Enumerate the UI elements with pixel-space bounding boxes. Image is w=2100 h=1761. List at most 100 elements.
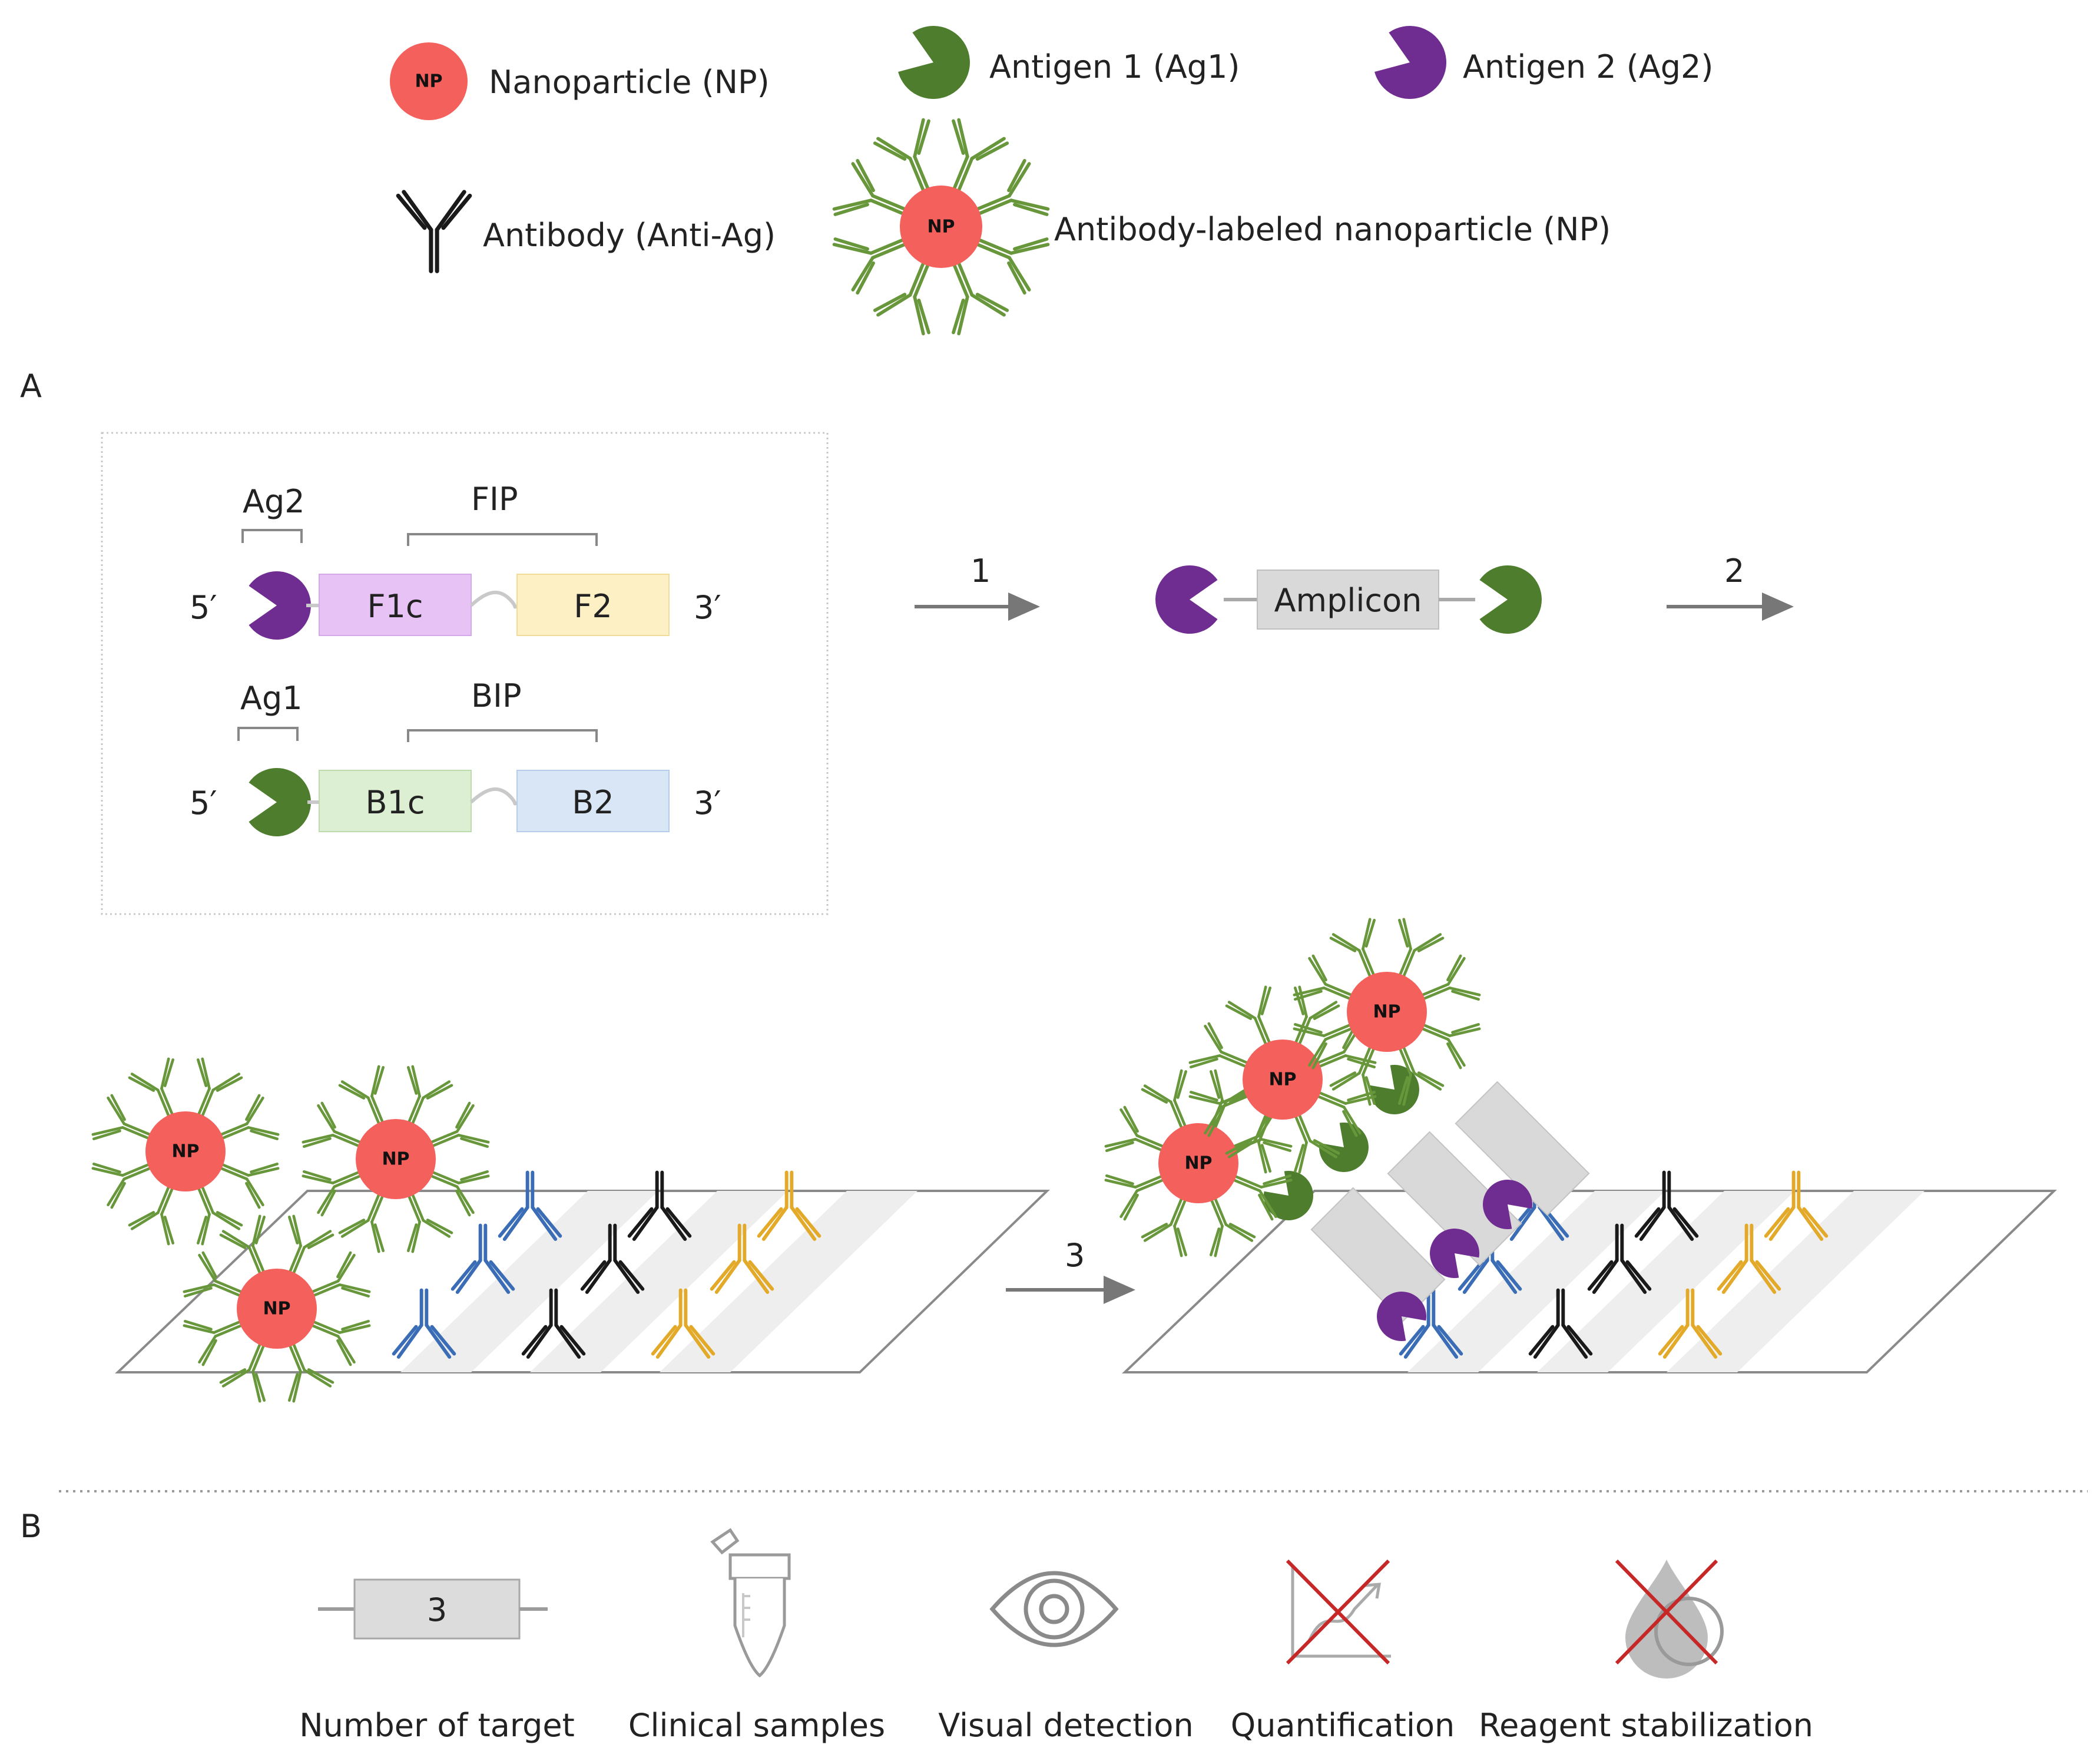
ab-np-6: NP bbox=[1293, 918, 1481, 1106]
fip-linker bbox=[469, 591, 518, 609]
np-antibody-icon bbox=[1104, 1174, 1164, 1221]
bound-amplicon bbox=[1387, 1131, 1522, 1266]
f2-segment bbox=[516, 574, 670, 636]
nanoparticle-icon bbox=[356, 1119, 436, 1199]
fip-label: FIP bbox=[471, 481, 518, 518]
f2-label: F2 bbox=[574, 588, 612, 625]
np-antibody-icon bbox=[976, 158, 1050, 216]
bound-amplicon bbox=[1455, 1081, 1590, 1216]
fip-three-prime: 3′ bbox=[694, 589, 721, 626]
fip-bracket bbox=[407, 533, 598, 546]
fip-primer: Ag2 FIP 5′ F1c F2 3′ bbox=[190, 481, 721, 640]
np-antibody-icon bbox=[406, 1065, 453, 1124]
np-label: NP bbox=[1268, 1070, 1296, 1090]
caption-number-of-target: Number of target bbox=[299, 1707, 575, 1744]
capture-antibody-icon bbox=[392, 1288, 456, 1359]
b1c-label: B1c bbox=[365, 784, 425, 821]
b1c-segment bbox=[319, 770, 472, 832]
np-antibody-icon bbox=[196, 1057, 243, 1117]
caption-clinical-samples: Clinical samples bbox=[628, 1707, 885, 1744]
capture-antibody-icon bbox=[498, 1170, 562, 1241]
np-antibody-icon bbox=[1141, 1069, 1188, 1128]
antibody-icon bbox=[396, 190, 472, 273]
np-antibody-icon bbox=[976, 237, 1050, 295]
np-antibody-icon bbox=[1422, 1022, 1481, 1070]
legend-ab-np: NP bbox=[832, 118, 1050, 336]
test-tube-icon bbox=[710, 1528, 791, 1678]
np-antibody-icon bbox=[1209, 1198, 1256, 1257]
strip-after-antibodies bbox=[1399, 1170, 1829, 1359]
np-antibody-icon bbox=[1188, 1022, 1248, 1069]
bound-antigen2-icon bbox=[1483, 1180, 1533, 1230]
bound-antigen1-icon bbox=[1263, 1170, 1313, 1220]
ab-np-1: NP bbox=[91, 1057, 280, 1246]
legend-antigen2-icon bbox=[1374, 25, 1446, 99]
np-antibody-icon bbox=[1329, 918, 1376, 977]
bip-ag1-bracket bbox=[237, 727, 299, 741]
capture-antibody-icon bbox=[1399, 1288, 1463, 1359]
np-label: NP bbox=[171, 1141, 199, 1162]
np-antibody-icon bbox=[1104, 1105, 1164, 1153]
np-label: NP bbox=[927, 217, 955, 237]
capture-antibody-icon bbox=[580, 1223, 645, 1294]
amplicon-label: Amplicon bbox=[1274, 582, 1422, 619]
np-antibody-icon bbox=[1225, 985, 1272, 1045]
np-antibody-icon bbox=[338, 1065, 385, 1124]
strip-before-band-2 bbox=[530, 1191, 788, 1372]
ab-np-3: NP bbox=[183, 1214, 371, 1403]
strip-before-nanoparticles: NP NP NP bbox=[91, 1057, 490, 1403]
capture-antibody-icon bbox=[1528, 1288, 1593, 1359]
capture-antibody-icon bbox=[521, 1288, 586, 1359]
caption-visual-detection: Visual detection bbox=[938, 1707, 1193, 1744]
step3-label: 3 bbox=[1065, 1237, 1085, 1274]
legend-antibody-nanoparticle-icon: NP bbox=[832, 118, 1050, 336]
np-antibody-icon bbox=[312, 1319, 371, 1366]
reagent-drop-icon bbox=[1615, 1559, 1724, 1679]
np-antibody-icon bbox=[1188, 1090, 1248, 1137]
strip-after-band-2 bbox=[1537, 1191, 1795, 1372]
nanoparticle-icon bbox=[1347, 972, 1427, 1052]
f1c-segment bbox=[319, 574, 472, 636]
test-strip-before: NP NP NP bbox=[91, 1057, 1050, 1403]
legend: NP Nanoparticle (NP) Antigen 1 (Ag1) Ant… bbox=[390, 25, 1713, 336]
strip-after-band-3 bbox=[1667, 1191, 1925, 1372]
capture-antibody-icon bbox=[1587, 1223, 1652, 1294]
np-antibody-icon bbox=[1397, 1047, 1445, 1106]
np-label: NP bbox=[263, 1299, 290, 1319]
target-count: 3 bbox=[427, 1591, 447, 1628]
np-antibody-icon bbox=[430, 1101, 490, 1148]
strip-before-band-1 bbox=[400, 1191, 658, 1372]
np-antibody-icon bbox=[1293, 1114, 1340, 1174]
np-antibody-icon bbox=[952, 262, 1009, 336]
step2-label: 2 bbox=[1724, 552, 1744, 590]
fip-ag2-icon bbox=[249, 571, 311, 640]
capture-antibody-icon bbox=[1458, 1223, 1522, 1294]
caption-reagent-stabilization: Reagent stabilization bbox=[1479, 1707, 1813, 1744]
fip-ag2-label: Ag2 bbox=[243, 483, 305, 520]
np-antibody-icon bbox=[338, 1194, 385, 1253]
bip-label: BIP bbox=[471, 677, 522, 714]
fip-ag2-bracket bbox=[241, 529, 303, 543]
np-antibody-icon bbox=[1293, 1022, 1352, 1070]
np-label: NP bbox=[382, 1149, 409, 1170]
np-antibody-icon bbox=[952, 118, 1009, 191]
strip-before-antibodies bbox=[392, 1170, 822, 1359]
np-antibody-icon bbox=[183, 1251, 242, 1298]
nanoparticle-icon bbox=[1158, 1123, 1238, 1203]
np-label: NP bbox=[1184, 1153, 1212, 1174]
legend-nanoparticle-icon: NP bbox=[390, 42, 468, 120]
np-antibody-icon bbox=[220, 1094, 280, 1141]
fip-five-prime: 5′ bbox=[190, 589, 217, 626]
np-antibody-icon bbox=[287, 1343, 334, 1403]
step1-label: 1 bbox=[970, 552, 991, 590]
capture-antibody-icon bbox=[1764, 1170, 1829, 1241]
np-antibody-icon bbox=[1225, 1114, 1272, 1174]
np-label: NP bbox=[1373, 1002, 1400, 1022]
f1c-label: F1c bbox=[367, 588, 423, 625]
np-antibody-icon bbox=[1141, 1198, 1188, 1257]
b2-label: B2 bbox=[572, 784, 614, 821]
bound-antigen1-icon bbox=[1369, 1064, 1419, 1114]
np-antibody-icon bbox=[832, 237, 906, 295]
np-antibody-icon bbox=[128, 1057, 175, 1117]
